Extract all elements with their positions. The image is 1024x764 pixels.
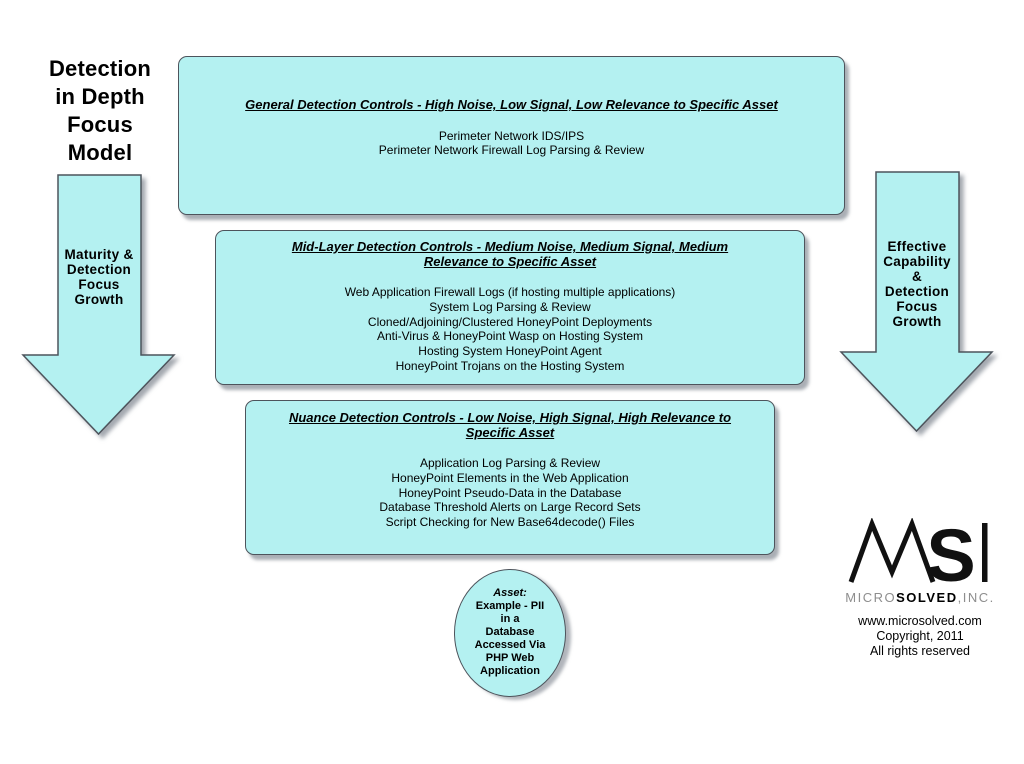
page-title-line: Focus — [67, 112, 133, 137]
rights-text: All rights reserved — [869, 644, 971, 658]
box-item: Perimeter Network IDS/IPS — [438, 128, 585, 143]
down-arrow-icon — [839, 171, 994, 433]
box-heading: Mid-Layer Detection Controls - Medium No… — [291, 239, 729, 269]
box-item: HoneyPoint Trojans on the Hosting System — [395, 358, 625, 373]
box-item: Application Log Parsing & Review — [419, 456, 601, 470]
copyright-text: Copyright, 2011 — [876, 629, 964, 643]
box-item: Perimeter Network Firewall Log Parsing &… — [378, 143, 645, 158]
box-item: HoneyPoint Pseudo-Data in the Database — [398, 485, 622, 500]
company-solved: SOLVED — [896, 590, 958, 605]
msi-logo: S — [848, 518, 988, 588]
asset-line: Application — [480, 665, 540, 677]
down-arrow-icon — [21, 174, 176, 436]
maturity-arrow-label: Maturity & Detection Focus Growth — [37, 247, 161, 307]
asset-line: Database — [485, 626, 535, 638]
page-title-line: Detection — [48, 56, 152, 81]
page-title-line: Model — [67, 140, 133, 165]
company-inc: ,INC. — [957, 590, 995, 605]
asset-line: Example - PII — [475, 600, 545, 612]
box-items: Web Application Firewall Logs (if hostin… — [216, 285, 804, 374]
box-heading: Nuance Detection Controls - Low Noise, H… — [288, 410, 732, 440]
asset-line: Accessed Via — [474, 639, 546, 651]
nuance-detection-controls-box: Nuance Detection Controls - Low Noise, H… — [245, 400, 775, 555]
box-item: Script Checking for New Base64decode() F… — [385, 515, 635, 530]
asset-ellipse: Asset: Example - PII in a Database Acces… — [454, 569, 566, 697]
arrow-label-line: Detection — [884, 284, 950, 299]
maturity-growth-arrow — [21, 174, 176, 436]
midlayer-detection-controls-box: Mid-Layer Detection Controls - Medium No… — [215, 230, 805, 385]
effective-capability-arrow — [839, 171, 994, 433]
asset-line: PHP Web — [485, 652, 535, 664]
arrow-label-line: Detection — [66, 262, 132, 277]
company-name: MICROSOLVED,INC. — [832, 590, 1008, 605]
box-item: Hosting System HoneyPoint Agent — [418, 344, 602, 359]
box-heading: General Detection Controls - High Noise,… — [245, 97, 778, 112]
arrow-label-line: Capability — [883, 254, 951, 269]
box-items: Application Log Parsing & Review HoneyPo… — [246, 456, 774, 530]
msi-branding-block: S MICROSOLVED,INC. www.microsolved.com C… — [832, 518, 1008, 659]
box-item: Web Application Firewall Logs (if hostin… — [344, 285, 676, 299]
website-text: www.microsolved.com — [858, 614, 982, 628]
arrow-label-line: Growth — [74, 292, 124, 307]
arrow-label-line: Growth — [892, 314, 942, 329]
arrow-label-line: & — [911, 269, 923, 284]
page-title-line: in Depth — [55, 84, 145, 109]
msi-m-glyph — [848, 518, 936, 583]
box-item: Anti-Virus & HoneyPoint Wasp on Hosting … — [376, 329, 644, 344]
box-item: Cloned/Adjoining/Clustered HoneyPoint De… — [367, 314, 653, 329]
box-item: Database Threshold Alerts on Large Recor… — [379, 500, 641, 515]
company-micro: MICRO — [845, 590, 897, 605]
box-items: Perimeter Network IDS/IPS Perimeter Netw… — [179, 129, 844, 159]
msi-i-glyph — [982, 523, 988, 582]
arrow-label-line: Maturity & — [64, 247, 134, 262]
arrow-label-line: Effective — [887, 239, 947, 254]
page-title: Detection in Depth Focus Model — [26, 55, 174, 167]
box-item: System Log Parsing & Review — [429, 299, 591, 314]
arrow-label-line: Focus — [896, 299, 938, 314]
general-detection-controls-box: General Detection Controls - High Noise,… — [178, 56, 845, 215]
arrow-label-line: Focus — [78, 277, 120, 292]
asset-heading: Asset: — [493, 587, 527, 599]
asset-line: in a — [500, 613, 520, 625]
box-item: HoneyPoint Elements in the Web Applicati… — [391, 470, 629, 485]
msi-s-glyph: S — [926, 518, 975, 588]
effective-arrow-label: Effective Capability & Detection Focus G… — [855, 239, 979, 329]
